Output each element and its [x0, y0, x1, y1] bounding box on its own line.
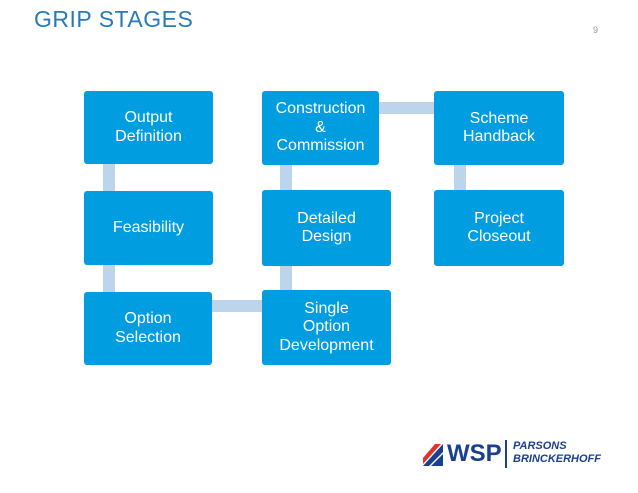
stage-option-selection: Option Selection	[84, 292, 212, 365]
slide-title: GRIP STAGES	[34, 6, 194, 32]
wsp-logo-mark-icon	[423, 444, 443, 466]
connector-option-single	[212, 300, 262, 312]
connector-scheme-project	[454, 165, 466, 190]
logo-partner: PARSONS BRINCKERHOFF	[513, 440, 601, 465]
company-logo: WSP PARSONS BRINCKERHOFF	[421, 436, 611, 472]
stage-single-option-development: Single Option Development	[262, 290, 391, 365]
connector-feasibility-option	[103, 265, 115, 292]
stage-output-definition: Output Definition	[84, 91, 213, 164]
stage-construction-commission: Construction & Commission	[262, 91, 379, 165]
logo-brand: WSP	[447, 440, 502, 467]
stage-detailed-design: Detailed Design	[262, 190, 391, 266]
stage-project-closeout: Project Closeout	[434, 190, 564, 266]
connector-construction-scheme	[379, 102, 434, 114]
connector-detailed-construction	[280, 165, 292, 190]
page-number: 9	[593, 25, 599, 35]
stage-feasibility: Feasibility	[84, 191, 213, 265]
connector-single-detailed	[280, 266, 292, 291]
connector-output-feasibility	[103, 164, 115, 191]
logo-divider	[505, 440, 507, 468]
stage-scheme-handback: Scheme Handback	[434, 91, 564, 165]
